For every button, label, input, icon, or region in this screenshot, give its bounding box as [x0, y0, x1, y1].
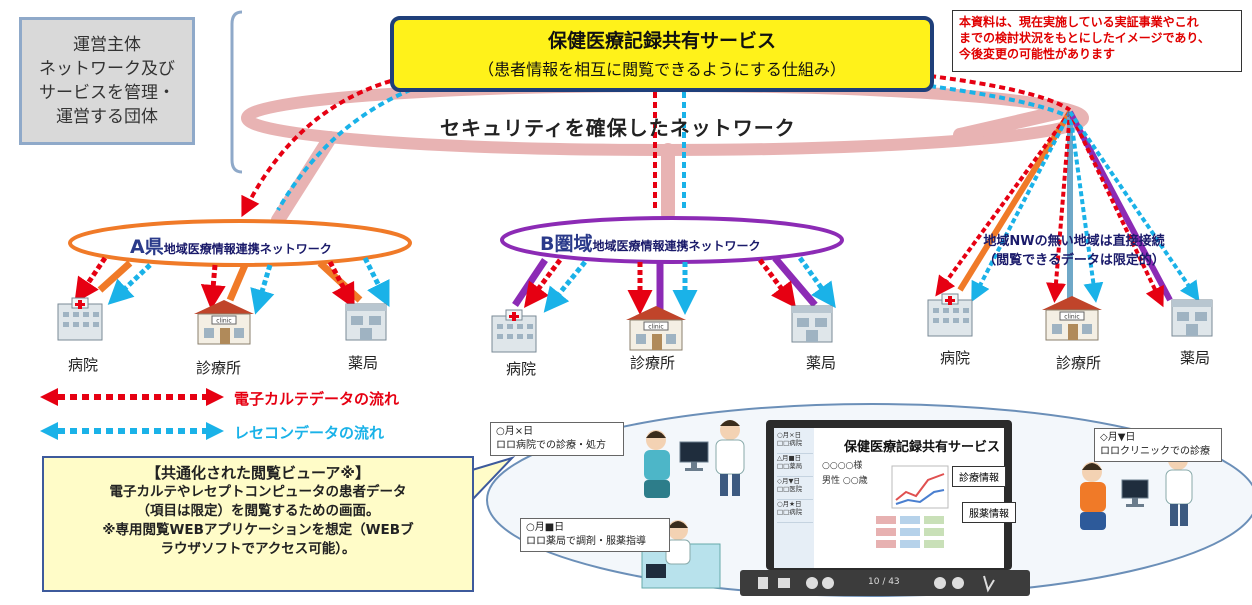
monitor-sidebar-item: △月■日 □□薬局: [777, 454, 813, 477]
monitor-sidebar-item: ◇月▼日 □□医院: [777, 477, 813, 500]
org-box-line: 運営主体: [73, 35, 141, 55]
facility-label-pharmacy: 薬局: [348, 354, 379, 372]
monitor-sidebar: ○月×日 □□病院 △月■日 □□薬局 ◇月▼日 □□医院 ○月★日 □□病院: [777, 431, 813, 523]
pharmacy-icon: [1171, 299, 1213, 337]
facility-label-clinic: 診療所: [630, 354, 676, 372]
network-links: [271, 105, 1067, 227]
scene-card-hospital: ○月×日 ロロ病院での診療・処方: [490, 422, 624, 456]
legend-receipt-label: レセコンデータの流れ: [234, 424, 385, 442]
secure-network-label: セキュリティを確保したネットワーク: [440, 116, 796, 140]
cloud-b-label: B圏域地域医療情報連携ネットワーク: [540, 229, 761, 256]
facility-label-hospital: 病院: [506, 360, 537, 378]
cloud-a-name: 地域医療情報連携ネットワーク: [163, 242, 332, 256]
clinic-icon: clinic: [194, 300, 254, 345]
hospital-icon: [927, 293, 973, 337]
facility-label-pharmacy: 薬局: [1180, 349, 1211, 367]
cloud-b-links: [512, 255, 836, 315]
svg-text:clinic: clinic: [216, 318, 231, 325]
computer-icon: [679, 441, 709, 471]
service-subtitle: （患者情報を相互に閲覧できるようにする仕組み）: [478, 60, 846, 79]
org-box-line: ネットワーク及び: [39, 59, 175, 79]
direct-connection-label: 地域NWの無い地域は直接接続 （閲覧できるデータは限定的）: [958, 230, 1190, 268]
cloud-a-prefix: A県: [130, 236, 164, 258]
viewer-callout: 【共通化された閲覧ビューア※】 電子カルテやレセプトコンピュータの患者データ （…: [42, 456, 474, 592]
scene-card-pharmacy: ○月■日 ロロ薬局で調剤・服薬指導: [520, 518, 670, 552]
cloud-a-links: [74, 256, 390, 315]
monitor-sidebar-item: ○月×日 □□病院: [777, 431, 813, 454]
direct-connection-line2: （閲覧できるデータは限定的）: [983, 253, 1165, 268]
org-box-line: サービスを管理・: [39, 83, 175, 103]
scene-card-text: ロロ病院での診療・処方: [496, 440, 606, 451]
hospital-icon: [57, 297, 103, 341]
cloud-b-shape: [500, 216, 844, 264]
computer-icon: [1121, 479, 1149, 507]
monitor-tag-medication: 服薬情報: [962, 502, 1016, 523]
facility-label-hospital: 病院: [940, 349, 971, 367]
clinic-icon: clinic: [626, 306, 686, 351]
callout-line: （項目は限定）を閲覧するための画面。: [136, 503, 380, 519]
hospital-icon: [491, 309, 537, 353]
org-bracket: [230, 10, 243, 174]
scene-card-date: ○月×日: [496, 426, 534, 437]
legend-emr-label: 電子カルテデータの流れ: [234, 390, 400, 408]
disclaimer-note: 本資料は、現在実施している実証事業やこれ までの検討状況をもとにしたイメージであ…: [952, 10, 1242, 72]
svg-text:clinic: clinic: [1064, 314, 1079, 321]
callout-line: ※専用閲覧WEBアプリケーションを想定（WEBブ: [102, 522, 414, 538]
callout-title: 【共通化された閲覧ビューア※】: [146, 464, 370, 482]
facility-label-hospital: 病院: [68, 356, 99, 374]
cloud-a-label: A県地域医療情報連携ネットワーク: [130, 232, 332, 259]
service-title: 保健医療記録共有サービス: [547, 30, 776, 52]
direct-connection-line1: 地域NWの無い地域は直接接続: [983, 234, 1165, 249]
legend-receipt-arrow: [40, 422, 224, 440]
scene-card-text: ロロ薬局で調剤・服薬指導: [526, 536, 646, 547]
scene-card-date: ○月■日: [526, 522, 565, 533]
monitor-sidebar-item: ○月★日 □□病院: [777, 500, 813, 523]
facility-label-pharmacy: 薬局: [806, 354, 837, 372]
facility-label-clinic: 診療所: [196, 359, 242, 377]
pharmacy-icon: [345, 303, 387, 341]
cloud-b-prefix: B圏域: [540, 233, 593, 255]
monitor-title: 保健医療記録共有サービス: [844, 440, 1001, 455]
cloud-b-name: 地域医療情報連携ネットワーク: [592, 239, 761, 253]
monitor-pager: 10 / 43: [868, 577, 900, 587]
cloud-a-shape: [68, 219, 412, 267]
direct-links: [935, 110, 1200, 308]
org-box: 運営主体 ネットワーク及び サービスを管理・ 運営する団体: [19, 17, 195, 145]
monitor-patient-name: ○○○○様: [822, 461, 863, 471]
legend-emr-arrow: [40, 388, 224, 406]
facility-label-clinic: 診療所: [1056, 354, 1102, 372]
monitor-patient-sex: 男性 ○○歳: [822, 476, 868, 486]
pharmacy-icon: [791, 305, 833, 343]
org-box-line: 運営する団体: [56, 107, 158, 127]
doctor-figure: [715, 420, 745, 496]
monitor-tag-clinical: 診療情報: [952, 466, 1006, 487]
viewer-monitor: [740, 420, 1030, 596]
callout-line: 電子カルテやレセプトコンピュータの患者データ: [109, 484, 407, 500]
scene-card-text: ロロクリニックでの診療: [1100, 446, 1210, 457]
svg-text:clinic: clinic: [648, 324, 663, 331]
clinic-icon: clinic: [1042, 296, 1102, 341]
scene-card-clinic: ◇月▼日 ロロクリニックでの診療: [1094, 428, 1222, 462]
clinic-patient-figure: [1080, 462, 1106, 530]
callout-line: ラウザソフトでアクセス可能）。: [160, 541, 356, 557]
scene-card-date: ◇月▼日: [1100, 432, 1136, 443]
patient-figure: [644, 430, 670, 498]
service-box: 保健医療記録共有サービス （患者情報を相互に閲覧できるようにする仕組み）: [390, 16, 934, 92]
